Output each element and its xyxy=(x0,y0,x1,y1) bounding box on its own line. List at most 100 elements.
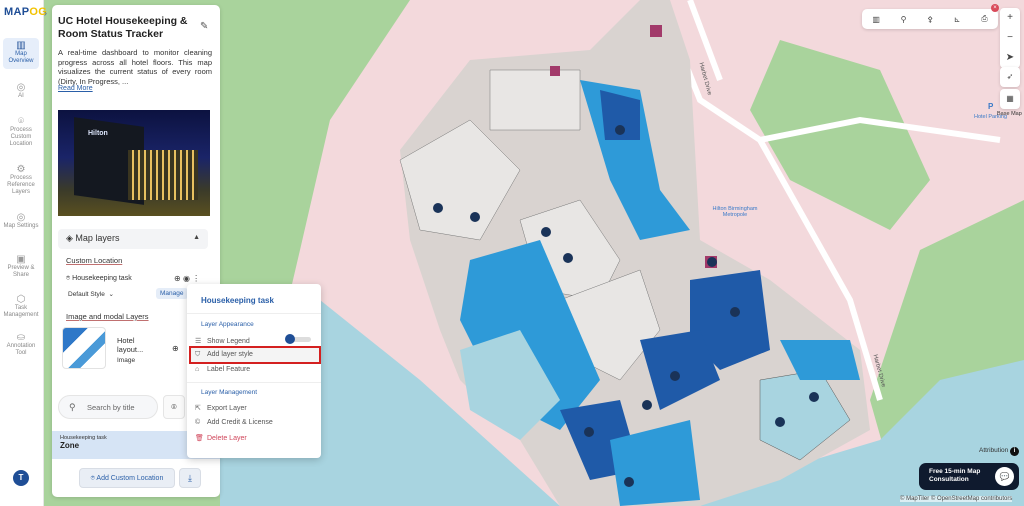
add-custom-location-label: Add Custom Location xyxy=(96,475,164,482)
style-select[interactable]: Default Style ⌄ xyxy=(68,291,114,298)
location-pin-icon: ⌾ xyxy=(18,116,24,127)
map-copyright[interactable]: © MapTiler © OpenStreetMap contributors xyxy=(900,496,1013,502)
edit-pencil-icon[interactable]: ✎ xyxy=(200,21,209,32)
zoom-controls: + − ➤ xyxy=(1000,8,1020,68)
rail-task-management[interactable]: ⬡Task Management xyxy=(3,295,39,319)
hotel-photo: Hilton xyxy=(58,110,210,216)
layer-actions: ⊕ ◉ ⋮ xyxy=(174,274,200,283)
collapse-icon[interactable]: ▲ xyxy=(193,234,200,241)
trash-icon: 🗑 xyxy=(195,435,204,442)
compass-button[interactable]: ➤ xyxy=(1005,52,1015,63)
image-layer-type: Image xyxy=(117,357,136,364)
zoom-to-image-icon[interactable]: ⊕ xyxy=(172,344,179,353)
menu-add-credit[interactable]: ©Add Credit & License xyxy=(195,419,273,426)
location-filter-button[interactable]: ⌾ xyxy=(163,395,185,419)
logo[interactable]: MAPOG xyxy=(4,6,48,18)
menu-export-layer[interactable]: ⇱ Export Layer xyxy=(195,404,247,412)
rail-map-overview[interactable]: ▥Map Overview xyxy=(3,38,39,69)
add-layer-style-label: Add layer style xyxy=(207,351,253,358)
export-layer-label: Export Layer xyxy=(207,405,247,412)
layer-row: ⌾ Housekeeping task xyxy=(66,275,132,283)
ai-icon: ◎ xyxy=(16,82,26,93)
map-toolbar: ▥ ⚲ ⚴ ⊾ ⎙ xyxy=(862,9,998,29)
more-options-icon[interactable]: ⋮ xyxy=(192,274,201,283)
image-layer-name: Hotel layout... xyxy=(117,336,144,354)
rail-map-settings[interactable]: ◎Map Settings xyxy=(3,212,39,230)
avatar[interactable]: T xyxy=(13,470,29,486)
delete-layer-label: Delete Layer xyxy=(207,435,247,442)
search-icon: ⚲ xyxy=(69,402,76,412)
consultation-button[interactable]: Free 15-min Map Consultation 💬 xyxy=(919,463,1019,490)
style-select-value: Default Style xyxy=(68,291,105,298)
locate-button[interactable]: ➶ xyxy=(1000,67,1020,87)
page-title: UC Hotel Housekeeping & Room Status Trac… xyxy=(58,15,188,40)
custom-location-heading: Custom Location xyxy=(66,256,123,265)
visibility-eye-icon[interactable]: ◉ xyxy=(182,274,190,283)
photo-sign: Hilton xyxy=(88,130,108,137)
search-icon[interactable]: ⚲ xyxy=(900,14,907,24)
layer-context-menu: Housekeeping task Layer Appearance ☰Show… xyxy=(187,284,321,458)
chat-icon: 💬 xyxy=(995,467,1014,486)
map-layers-header[interactable]: ◈ Map layers ▲ xyxy=(58,229,208,249)
label-feature-label: Label Feature xyxy=(207,366,251,373)
search-placeholder: Search by title xyxy=(87,403,135,412)
menu-label-feature[interactable]: ⌂Label Feature xyxy=(195,366,250,373)
rail-label: AI xyxy=(18,93,24,99)
map-layers-label: Map layers xyxy=(75,233,120,243)
pin-icon: ⌾ xyxy=(66,275,73,282)
download-button[interactable]: ⤓ xyxy=(179,468,201,488)
image-layers-heading: Image and modal Layers xyxy=(66,312,149,321)
layer-appearance-heading: Layer Appearance xyxy=(201,321,254,328)
rail-process-custom-location[interactable]: ⌾Process Custom Location xyxy=(3,116,39,148)
add-layer-style-highlight[interactable] xyxy=(189,346,321,364)
attribution-label: Attribution xyxy=(979,447,1009,454)
attribution-button[interactable]: Attribution i xyxy=(979,447,1020,456)
rail-label: Map Settings xyxy=(3,223,39,229)
menu-show-legend[interactable]: ☰Show Legend xyxy=(195,337,250,345)
manage-button[interactable]: Manage xyxy=(156,288,188,299)
add-custom-location-button[interactable]: ⌾ Add Custom Location xyxy=(79,468,175,488)
menu-add-layer-style[interactable]: ⛉ Add layer style xyxy=(195,351,253,359)
layers-icon: ◈ xyxy=(66,233,76,243)
pin-plus-icon: ⌾ xyxy=(90,475,97,482)
add-credit-label: Add Credit & License xyxy=(207,419,273,426)
consultation-label: Free 15-min Map Consultation xyxy=(929,468,981,483)
map-view-icon[interactable]: ▥ xyxy=(872,14,880,24)
gear-icon: ⚙ xyxy=(16,164,26,175)
image-layer-thumbnail xyxy=(62,327,106,369)
rail-annotation-tool[interactable]: ⛀Annotation Tool xyxy=(3,333,39,357)
export-icon: ⇱ xyxy=(195,405,201,412)
parking-icon: P xyxy=(988,102,994,111)
rail-label: Process Custom Location xyxy=(9,127,33,147)
show-legend-toggle[interactable] xyxy=(285,334,311,344)
rail-label: Map Overview xyxy=(8,51,34,64)
settings-icon: ◎ xyxy=(16,212,26,223)
layer-name: Housekeeping task xyxy=(72,275,132,282)
park-area xyxy=(750,40,930,230)
hotel-map-label: Hilton Birmingham Metropole xyxy=(712,206,758,218)
rail-process-reference-layers[interactable]: ⚙Process Reference Layers xyxy=(3,164,39,196)
zoom-out-button[interactable]: − xyxy=(1007,32,1013,43)
rail-preview-share[interactable]: ▣Preview & Share xyxy=(3,255,39,279)
zoom-in-button[interactable]: + xyxy=(1007,12,1013,23)
zoom-to-layer-icon[interactable]: ⊕ xyxy=(174,274,181,283)
print-icon[interactable]: ⎙ xyxy=(981,14,988,23)
rail-ai[interactable]: ◎AI xyxy=(3,82,39,100)
close-toolbar-icon[interactable]: × xyxy=(991,4,999,12)
zone-label: Zone xyxy=(60,441,80,450)
menu-title: Housekeeping task xyxy=(201,296,274,305)
paint-roller-icon: ⛉ xyxy=(195,351,201,358)
search-input[interactable]: ⚲ Search by title xyxy=(58,395,158,419)
rail-label: Task Management xyxy=(3,305,39,318)
rail-label: Process Reference Layers xyxy=(7,175,35,195)
location-icon[interactable]: ⚴ xyxy=(927,14,934,24)
measure-icon[interactable]: ⊾ xyxy=(953,14,961,24)
read-more-link[interactable]: Read More xyxy=(58,85,93,92)
menu-delete-layer[interactable]: 🗑Delete Layer xyxy=(195,434,247,442)
map-icon: ▥ xyxy=(16,40,26,51)
base-map-button[interactable]: ▦ xyxy=(1000,89,1020,109)
parking-map-label: Hotel Parking xyxy=(974,114,1008,120)
expand-chevron-icon[interactable]: › xyxy=(44,8,47,18)
rail-label: Annotation Tool xyxy=(6,343,36,356)
